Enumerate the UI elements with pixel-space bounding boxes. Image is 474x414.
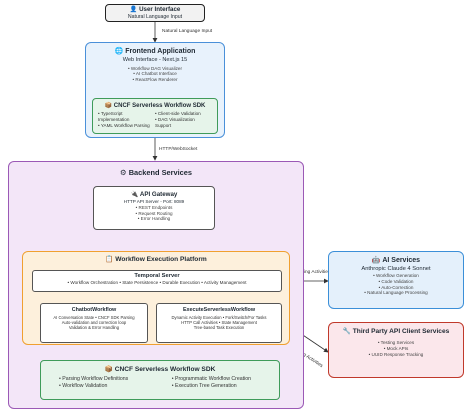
chatbot-line: Validation & Error Handling (68, 325, 120, 331)
user-interface-subtitle: Natural Language Input (127, 13, 183, 20)
temporal-server-box: Temporal Server Workflow Orchestration S… (32, 270, 282, 292)
ai-services-subtitle: Anthropic Claude 4 Sonnet (361, 266, 431, 272)
third-party-item: Testing Services (329, 340, 463, 346)
package-icon: 📦 (104, 103, 113, 109)
backend-sdk-item: Workflow Validation (59, 383, 128, 390)
ai-services-item: Workflow Generation (329, 273, 463, 279)
frontend-item: AI Chatbot Interface (86, 71, 224, 77)
wrench-icon: 🔧 (342, 328, 351, 335)
execute-workflow-title: ExecuteServerlessWorkflow (182, 307, 256, 313)
user-interface-title: User Interface (139, 6, 181, 13)
frontend-container: 🌐 Frontend Application Web Interface - N… (85, 42, 225, 138)
chatbot-workflow-title: ChatbotWorkflow (71, 307, 117, 313)
globe-icon: 🌐 (114, 48, 124, 55)
frontend-sdk-item: DAG Visualization Support (155, 117, 212, 129)
gear-icon: ⚙ (120, 168, 127, 177)
temporal-server-title: Temporal Server (134, 273, 180, 279)
api-gateway-title: API Gateway (139, 191, 178, 198)
api-gateway-item: REST Endpoints (94, 205, 214, 211)
backend-sdk-item: Parsing Workflow Definitions (59, 376, 128, 383)
frontend-subtitle: Web Interface - Next.js 15 (122, 57, 188, 63)
frontend-item: Workflow DAG Visualizer (86, 66, 224, 72)
edge-label-natural-language: Natural Language Input (161, 29, 214, 34)
backend-title: Backend Services (128, 168, 192, 177)
temporal-item: State Persistence (119, 280, 158, 285)
third-party-box: 🔧 Third Party API Client Services Testin… (328, 322, 464, 378)
frontend-sdk-item: YAML Workflow Parsing (98, 123, 155, 129)
backend-sdk-item: Programmatic Workflow Creation (172, 376, 251, 383)
edge-label-llm-calling: LLM Calling Activities (284, 270, 332, 275)
execution-platform-title: Workflow Execution Platform (115, 256, 207, 263)
frontend-sdk-title: CNCF Serverless Workflow SDK (113, 103, 206, 109)
api-gateway-subtitle: HTTP API Server - Port: 8089 (123, 199, 185, 204)
edge-label-http-websocket: HTTP/WebSocket (158, 147, 199, 152)
execute-workflow-box: ExecuteServerlessWorkflow Dynamic Activi… (156, 303, 282, 343)
ai-services-item: Natural Language Processing (329, 290, 463, 296)
frontend-sdk-box: 📦 CNCF Serverless Workflow SDK TypeScrip… (92, 98, 218, 134)
ai-services-item: Auto-Correction (329, 285, 463, 291)
api-gateway-item: Request Routing (94, 211, 214, 217)
chatbot-workflow-box: ChatbotWorkflow AI Conversation State • … (40, 303, 148, 343)
api-gateway-item: Error Handling (94, 216, 214, 222)
frontend-item: ReactFlow Renderer (86, 77, 224, 83)
backend-sdk-item: Execution Tree Generation (172, 383, 251, 390)
third-party-item: Mock APIs (329, 346, 463, 352)
user-interface-node: 👤 User Interface Natural Language Input (105, 4, 205, 22)
clipboard-icon: 📋 (105, 256, 114, 263)
backend-sdk-box: 📦 CNCF Serverless Workflow SDK Parsing W… (40, 360, 280, 400)
execute-line: Tree-based Task Execution (193, 325, 245, 331)
execute-line: Dynamic Activity Execution • Fork/Switch… (171, 315, 267, 320)
frontend-sdk-item: TypeScript Implementation (98, 111, 155, 123)
temporal-item: Workflow Orchestration (67, 280, 118, 285)
chatbot-line: AI Conversation State • CNCF SDK Parsing (53, 315, 135, 320)
package-icon: 📦 (104, 366, 113, 373)
ai-services-item: Code Validation (329, 279, 463, 285)
chatbot-line: Auto-validation and correction loop (61, 320, 127, 326)
frontend-title: Frontend Application (125, 48, 196, 55)
plug-icon: 🔌 (130, 191, 139, 198)
ai-services-box: 🤖 AI Services Anthropic Claude 4 Sonnet … (328, 251, 464, 309)
frontend-sdk-item: Client-side Validation (155, 111, 212, 117)
third-party-title: Third Party API Client Services (352, 328, 450, 335)
person-icon: 👤 (129, 6, 138, 13)
ai-services-title: AI Services (382, 257, 421, 264)
robot-icon: 🤖 (371, 257, 381, 264)
temporal-item: Activity Management (201, 280, 246, 285)
temporal-item: Durable Execution (160, 280, 200, 285)
backend-sdk-title: CNCF Serverless Workflow SDK (114, 366, 216, 373)
api-gateway-box: 🔌 API Gateway HTTP API Server - Port: 80… (93, 186, 215, 230)
third-party-item: UUID Response Tracking (329, 352, 463, 358)
execute-line: HTTP Call Activities • State Management (181, 320, 257, 326)
